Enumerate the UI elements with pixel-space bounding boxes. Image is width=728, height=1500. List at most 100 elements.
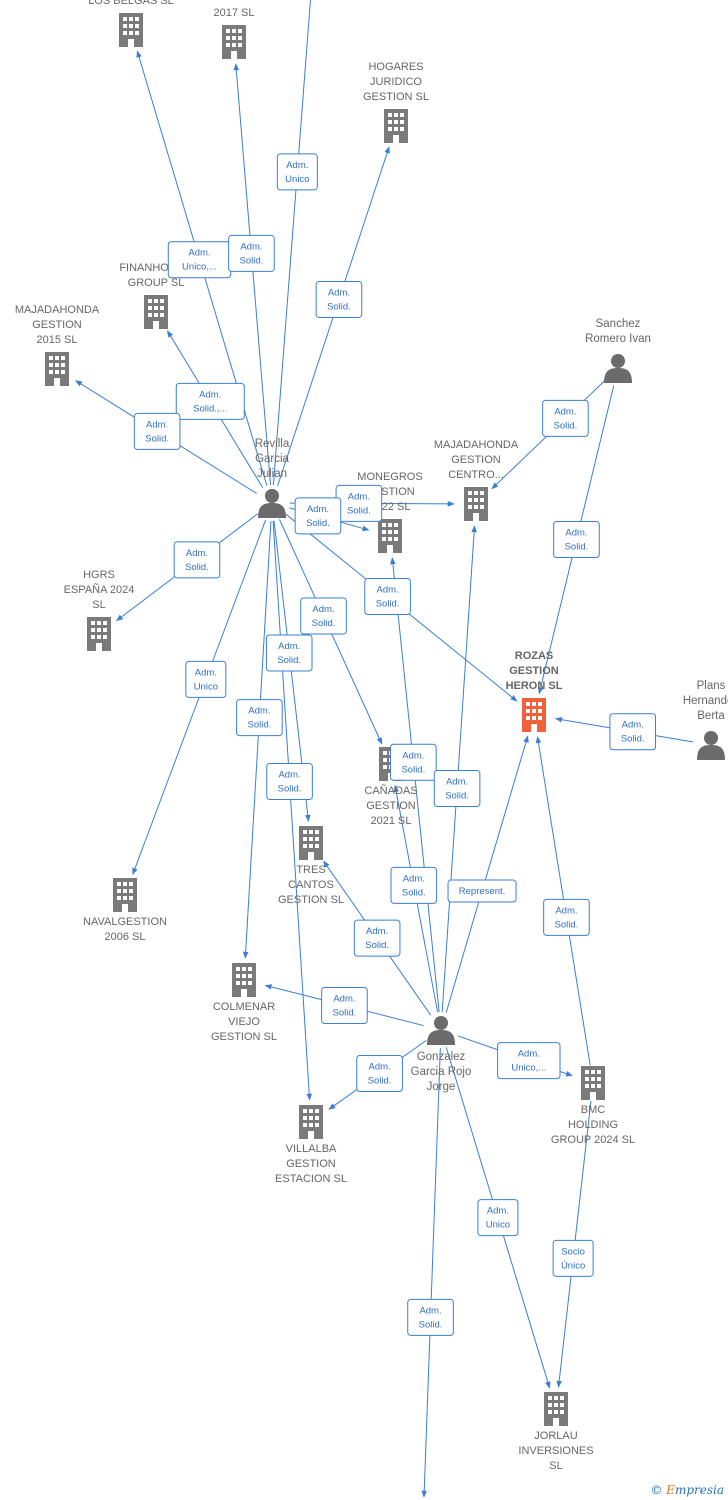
relation-label-text: Unico xyxy=(486,1220,510,1231)
person-gonzalez-label-line: Jorge xyxy=(427,1081,456,1093)
company-colmenar-label-line: GESTION SL xyxy=(211,1031,277,1043)
relation-label-box[interactable] xyxy=(553,521,600,559)
building-icon[interactable] xyxy=(378,519,402,553)
relation-label-box[interactable] xyxy=(321,986,368,1024)
person-icon[interactable] xyxy=(604,354,632,383)
company-los_belgas-label-line: LOS BELGAS SL xyxy=(88,0,174,7)
relation-label-text: Adm. xyxy=(554,406,576,417)
relation-label-box[interactable] xyxy=(353,919,401,957)
relation-label-box[interactable] xyxy=(433,769,481,807)
company-navalgestion-label-line: NAVALGESTION xyxy=(83,916,167,928)
relation-label-box[interactable] xyxy=(133,412,181,450)
building-icon[interactable] xyxy=(144,295,168,329)
brand-logo-initial: E xyxy=(666,1483,675,1497)
relation-label-text: Unico xyxy=(194,681,218,692)
company-canadas-label-line: GESTION xyxy=(366,800,416,812)
relation-label-box[interactable] xyxy=(390,866,438,904)
person-icon[interactable] xyxy=(427,1016,455,1045)
company-villalba-label-line: GESTION xyxy=(286,1158,336,1170)
relation-label-box[interactable] xyxy=(300,597,347,635)
company-bmc-label-line: HOLDING xyxy=(568,1119,618,1131)
relation-label-box[interactable] xyxy=(356,1054,403,1092)
relation-label-text: Adm. xyxy=(328,287,350,298)
relation-label-text: Solid. xyxy=(306,518,330,529)
relation-edge xyxy=(242,520,272,959)
person-revilla-label-line: Garcia xyxy=(255,453,289,465)
relation-label-text: Solid. xyxy=(365,940,389,951)
relation-label-text: Adm. xyxy=(248,706,270,717)
building-icon[interactable] xyxy=(119,13,143,47)
relation-label-text: Solid. xyxy=(368,1075,392,1086)
relation-label-text: Solid. xyxy=(401,764,425,775)
company-majadahonda2015-label-line: MAJADAHONDA xyxy=(15,304,100,316)
company-hgrs-label-line: HGRS xyxy=(83,569,115,581)
building-icon[interactable] xyxy=(544,1392,568,1426)
relation-label-text: Adm. xyxy=(286,160,308,171)
building-icon[interactable] xyxy=(522,698,546,732)
building-icon[interactable] xyxy=(222,25,246,59)
relation-label-text: Socio xyxy=(561,1246,585,1257)
relation-label-box[interactable] xyxy=(315,280,363,318)
company-bmc-label-line: GROUP 2024 SL xyxy=(551,1134,635,1146)
building-icon[interactable] xyxy=(464,487,488,521)
relation-label-text: Adm. xyxy=(518,1049,540,1060)
relation-label-box[interactable] xyxy=(543,898,590,936)
relation-label-box[interactable] xyxy=(185,660,227,698)
relation-label-text: Adm. xyxy=(565,528,587,539)
building-icon[interactable] xyxy=(232,963,256,997)
relation-label-text: Solid. xyxy=(565,542,589,553)
relation-label-box[interactable] xyxy=(276,153,318,191)
relation-label-box[interactable] xyxy=(552,1239,594,1277)
relation-label-box[interactable] xyxy=(175,382,245,420)
relation-label-box[interactable] xyxy=(266,763,313,801)
relation-label-box[interactable] xyxy=(497,1042,561,1080)
company-rozas-label-line: HERON SL xyxy=(506,680,563,692)
relation-edge xyxy=(445,735,529,1013)
relation-label-text: Solid. xyxy=(312,618,336,629)
relation-label-text: Adm. xyxy=(186,548,208,559)
relation-label-text: Adm. xyxy=(240,241,262,252)
company-tres_cantos-label-line: GESTION SL xyxy=(278,894,344,906)
relation-label-box[interactable] xyxy=(542,399,589,437)
relation-label-box[interactable] xyxy=(364,578,411,616)
relation-label-text: Adm. xyxy=(278,770,300,781)
building-icon[interactable] xyxy=(299,1105,323,1139)
relation-label-text: Solid. xyxy=(554,420,578,431)
person-icon[interactable] xyxy=(258,489,286,518)
relation-label-box[interactable] xyxy=(477,1199,519,1237)
relation-label-box[interactable] xyxy=(294,497,342,535)
person-revilla-label-line: Julian xyxy=(257,468,287,480)
relation-label-box[interactable] xyxy=(173,541,221,579)
relation-label-text: Adm. xyxy=(403,873,425,884)
company-majadahonda_centro-label-line: CENTRO... xyxy=(448,469,504,481)
relation-label-text: Adm. xyxy=(195,667,217,678)
relation-label-text: Solid. xyxy=(347,505,371,516)
relation-label-box[interactable] xyxy=(390,743,437,781)
company-bmc-label-line: BMC xyxy=(581,1104,606,1116)
relation-label-text: Unico,... xyxy=(182,262,217,273)
relation-label-box[interactable] xyxy=(236,699,283,737)
relation-label-text: Adm. xyxy=(146,419,168,430)
company-navalgestion-label-line: 2006 SL xyxy=(105,931,146,943)
relation-label-text: Adm. xyxy=(199,389,221,400)
relation-label-text: Adm. xyxy=(307,504,329,515)
building-icon[interactable] xyxy=(299,826,323,860)
building-icon[interactable] xyxy=(384,109,408,143)
building-icon[interactable] xyxy=(45,352,69,386)
person-icon[interactable] xyxy=(697,731,725,760)
company-hogares-label-line: GESTION SL xyxy=(363,91,429,103)
relation-label-text: Adm. xyxy=(622,720,644,731)
building-icon[interactable] xyxy=(87,617,111,651)
relation-label-box[interactable] xyxy=(228,234,275,272)
company-hgrs-label-line: SL xyxy=(92,599,105,611)
building-icon[interactable] xyxy=(581,1066,605,1100)
relation-label-text: Solid. xyxy=(327,301,351,312)
relation-label-text: Solid. xyxy=(376,599,400,610)
relation-label-box[interactable] xyxy=(265,634,313,672)
building-icon[interactable] xyxy=(113,878,137,912)
relation-label-box[interactable] xyxy=(447,879,517,903)
company-villalba-label-line: VILLALBA xyxy=(286,1143,337,1155)
relation-label-box[interactable] xyxy=(407,1298,454,1336)
relation-label-box[interactable] xyxy=(609,713,657,751)
relation-edge xyxy=(233,63,272,486)
